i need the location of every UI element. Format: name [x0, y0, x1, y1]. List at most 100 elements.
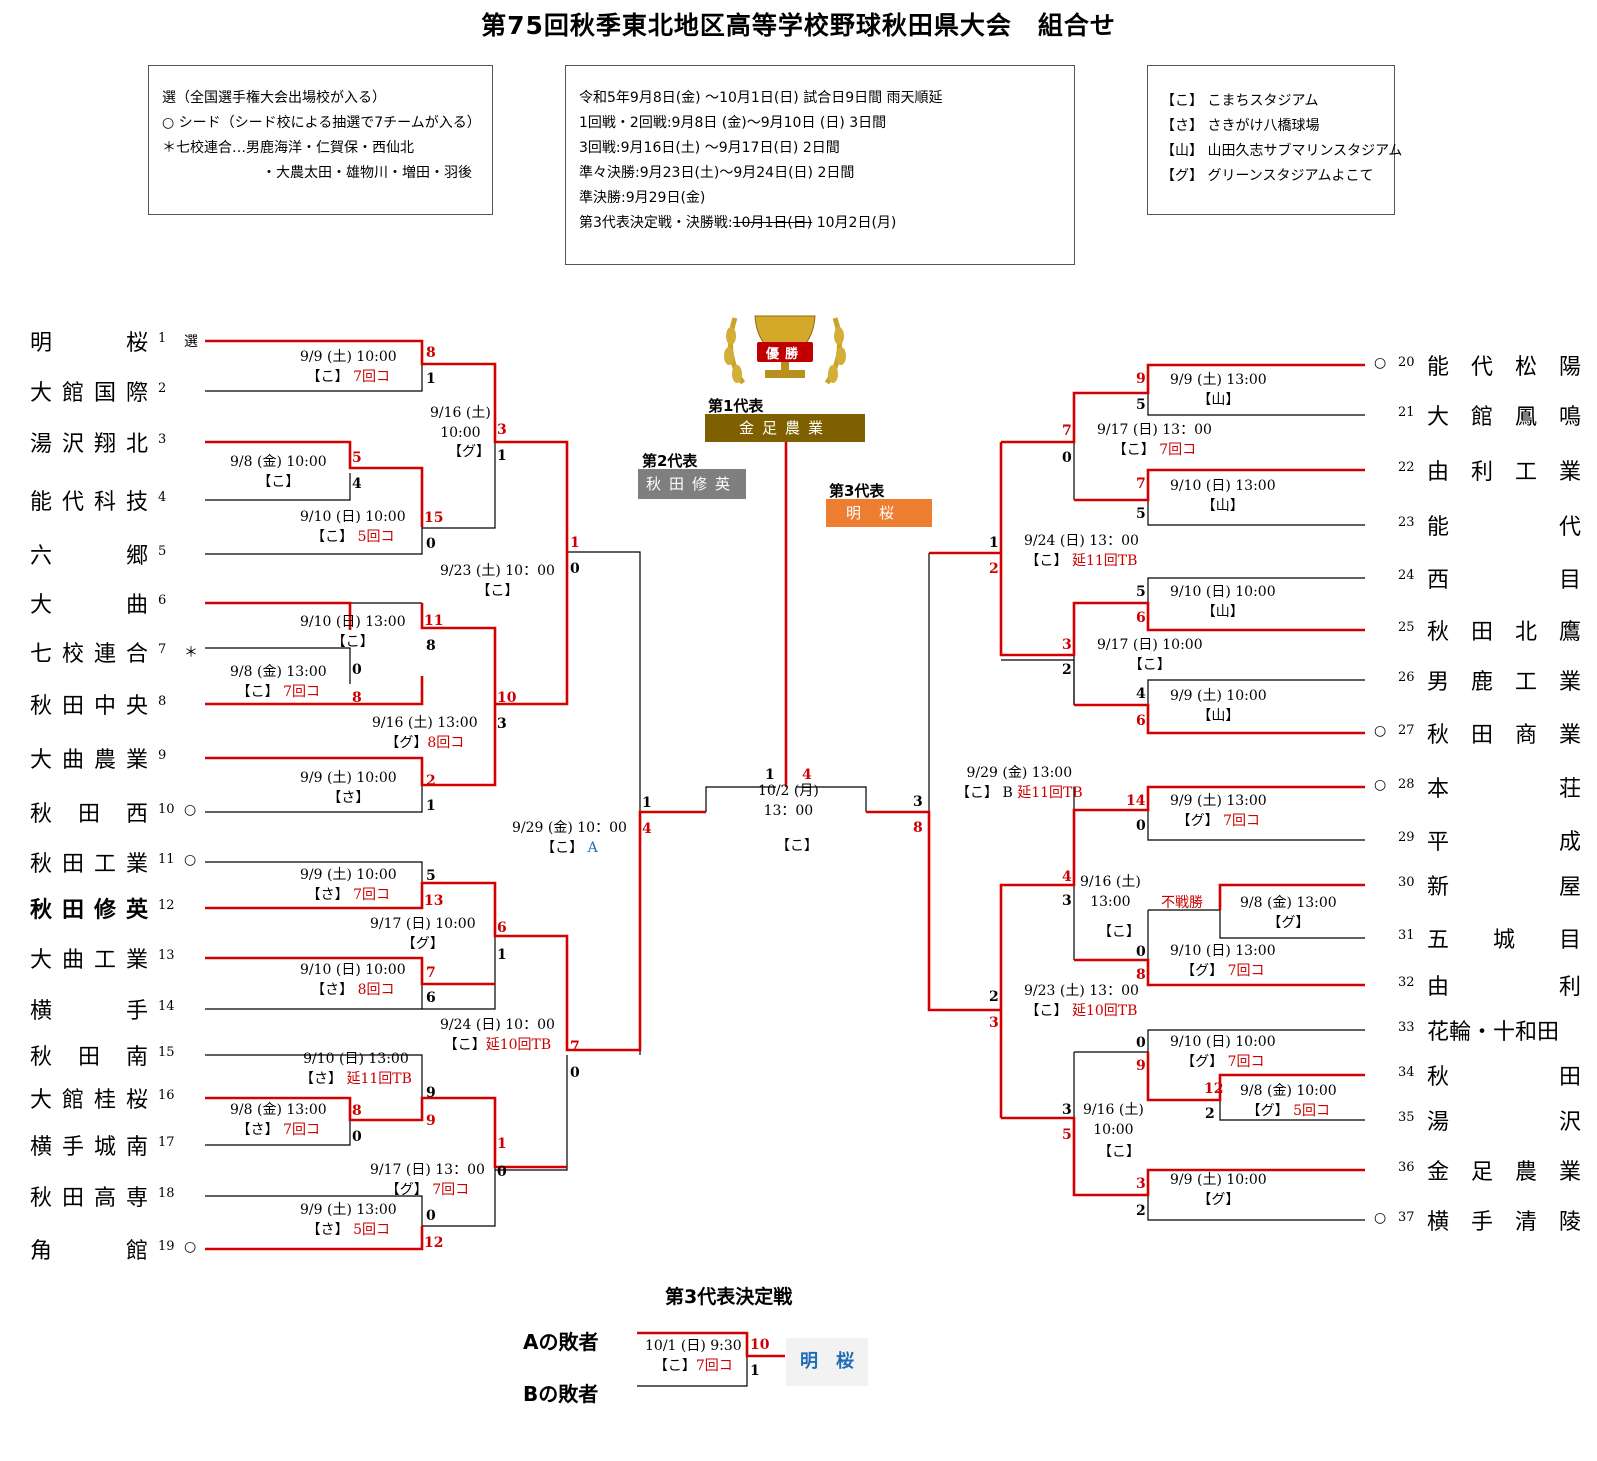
game-venue: 【さ】: [311, 982, 354, 998]
score-label: 7: [1136, 476, 1146, 492]
score-label: 5: [1062, 1127, 1072, 1143]
game-date: 9/8 (金) 10:00: [1240, 1083, 1337, 1099]
bracket-line: [1147, 577, 1365, 603]
game-detail: 【こ】 5回コ: [300, 527, 406, 547]
score-label: 0: [426, 1208, 436, 1224]
game-venue: 【グ】: [1176, 813, 1219, 829]
team-number: 16: [158, 1088, 175, 1103]
team-name: 秋 田 西: [30, 802, 148, 827]
venue-box: 【こ】 こまちスタジアム 【さ】 さきがけ八橋球場 【山】 山田久志サブマリンス…: [1147, 65, 1402, 215]
team-name: 由 利: [1427, 975, 1582, 1000]
game-info: 9/9 (土) 10:00【こ】 7回コ: [300, 347, 397, 387]
team-number: 5: [158, 544, 167, 559]
score-label: 3: [989, 1015, 999, 1031]
team-name: 湯 沢: [1427, 1110, 1582, 1135]
score-label: 5: [1136, 397, 1146, 413]
winner-line: [1146, 1052, 1365, 1102]
score-label: 0: [570, 561, 580, 577]
game-date: 9/16 (土): [1083, 1102, 1144, 1118]
game-venue: 【こ】 B: [956, 785, 1013, 801]
game-detail: 【こ】 7回コ: [230, 682, 327, 702]
game-date: 9/16 (土): [430, 405, 491, 421]
team-name: 七校連合: [30, 642, 148, 667]
game-venue: 【こ】: [1025, 1003, 1068, 1019]
team-number: 4: [158, 490, 167, 505]
game-date: 9/10 (日) 10:00: [300, 962, 406, 978]
score-label: 1: [497, 448, 507, 464]
team-number: 22: [1398, 460, 1415, 475]
team-mark: ○: [184, 1239, 197, 1255]
third-place-winner: 明 桜: [786, 1338, 868, 1386]
schedule-line: 準決勝:9月29日(金): [579, 190, 706, 206]
game-note: 延11回TB: [1067, 553, 1138, 569]
game-info: 9/24 (日) 13：00【こ】 延11回TB: [1024, 531, 1139, 571]
game-note: 延10回TB: [485, 1037, 552, 1053]
game-detail: 【こ】延10回TB: [440, 1035, 555, 1055]
score-label: 2: [426, 773, 436, 789]
game-detail: 【グ】 7回コ: [370, 1180, 485, 1200]
team-number: 1: [158, 331, 167, 346]
game-date: 9/8 (金) 10:00: [230, 454, 327, 470]
game-detail: 【こ】 B 延11回TB: [956, 783, 1083, 803]
game-venue: 10:00: [1093, 1122, 1134, 1138]
game-venue: 13：00: [763, 803, 814, 819]
team-number: 15: [158, 1045, 175, 1060]
game-date: 9/16 (土): [1080, 874, 1141, 890]
score-label: 6: [426, 990, 436, 1006]
trophy-label: 優勝: [765, 347, 804, 362]
bracket-line: [1147, 393, 1365, 416]
game-note: 延11回TB: [1012, 785, 1083, 801]
game-detail: 【さ】 5回コ: [300, 1220, 397, 1240]
game-venue: 【こ】: [331, 634, 374, 650]
team-number: 25: [1398, 620, 1415, 635]
game-detail: 【山】: [1170, 706, 1267, 726]
score-label: 9: [426, 1085, 436, 1101]
team-number: 23: [1398, 515, 1415, 530]
score-label: 2: [989, 561, 999, 577]
game-note: 延11回TB: [342, 1071, 412, 1087]
winner-line: [1218, 883, 1365, 910]
team-name: 大館国際: [30, 381, 148, 406]
winner-line: [420, 552, 569, 706]
game-detail: 【さ】 延11回TB: [300, 1069, 412, 1089]
game-date: 10/1 (日) 9:30: [645, 1338, 742, 1354]
team-number: 37: [1398, 1210, 1415, 1225]
score-label: 8: [913, 820, 923, 836]
score-label: 4: [352, 476, 362, 492]
game-info: 9/29 (金) 10：00【こ】 A: [512, 818, 627, 858]
game-detail: 【こ】7回コ: [645, 1356, 742, 1376]
game-date: 9/17 (日) 13：00: [1097, 422, 1212, 438]
score-label: 12: [1204, 1081, 1224, 1097]
game-note: 7回コ: [1154, 442, 1197, 458]
game-date: 9/9 (土) 13:00: [300, 1202, 397, 1218]
team-number: 32: [1398, 975, 1415, 990]
score-label: 2: [1205, 1106, 1215, 1122]
game-info: 9/10 (日) 13:00【グ】 7回コ: [1170, 941, 1276, 981]
bracket-line: [1147, 1195, 1365, 1221]
team-number: 21: [1398, 405, 1415, 420]
game-info: 9/23 (土) 10：00【こ】: [440, 561, 555, 601]
game-detail: 【さ】 8回コ: [300, 980, 406, 1000]
game-info: 9/24 (日) 10：00【こ】延10回TB: [440, 1015, 555, 1055]
loser-a-label: Aの敗者: [523, 1330, 599, 1354]
game-date: 9/29 (金) 10：00: [512, 820, 627, 836]
game-detail: 【グ】: [370, 934, 476, 954]
game-info: 9/16 (土)10:00: [430, 403, 491, 443]
team-number: 11: [158, 852, 175, 867]
game-info: 9/17 (日) 10:00【グ】: [370, 914, 476, 954]
team-name: 秋 田: [1427, 1065, 1582, 1090]
score-label: 9: [426, 1113, 436, 1129]
game-detail: 【グ】 7回コ: [1170, 1052, 1276, 1072]
score-label: 1: [765, 767, 775, 783]
game-venue: 【こ】: [653, 1358, 696, 1374]
game-detail: 【こ】 7回コ: [1097, 440, 1212, 460]
game-venue: 【こ】: [443, 1037, 486, 1053]
team-number: 12: [158, 898, 175, 913]
game-date: 9/10 (日) 13:00: [1170, 478, 1276, 494]
winner-line: [205, 676, 424, 706]
score-label: 1: [989, 535, 999, 551]
team-name: 秋 田 商 業: [1427, 723, 1582, 748]
game-info: 9/10 (日) 13:00【山】: [1170, 476, 1276, 516]
venue-line: 【さ】 さきがけ八橋球場: [1161, 118, 1320, 134]
team-number: 33: [1398, 1020, 1415, 1035]
